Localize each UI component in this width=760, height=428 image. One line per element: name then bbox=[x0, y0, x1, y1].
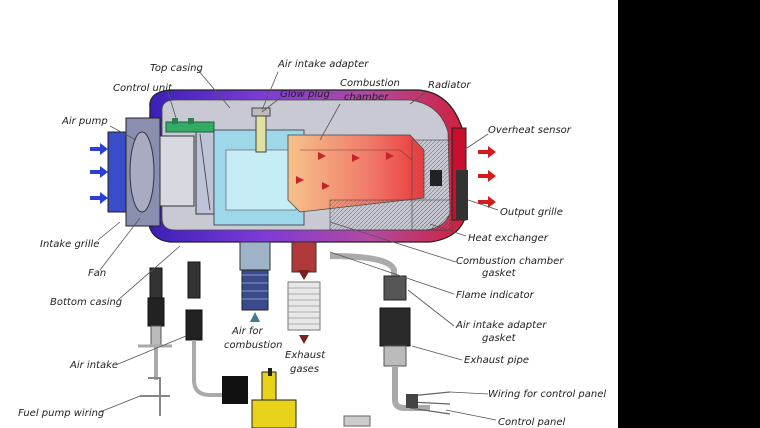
output-grille bbox=[430, 127, 468, 221]
air-intake-pipe bbox=[138, 267, 172, 380]
label-exhaust-gases-line2: gases bbox=[290, 364, 319, 375]
label-cc-gasket-line2: gasket bbox=[482, 268, 517, 279]
label-combustion-chamber-line2: chamber bbox=[344, 92, 389, 103]
fuel-line bbox=[140, 261, 240, 416]
label-control-unit: Control unit bbox=[113, 83, 173, 94]
hot-air-arrow bbox=[478, 170, 496, 182]
label-fan: Fan bbox=[88, 268, 106, 279]
hot-air-arrow bbox=[478, 196, 496, 208]
cold-air-arrow bbox=[90, 166, 108, 178]
label-air-pump: Air pump bbox=[61, 116, 108, 127]
diagram-canvas: Top casing Air intake adapter Control un… bbox=[0, 0, 618, 428]
cold-air-arrow bbox=[90, 192, 108, 204]
exhaust-pipe bbox=[329, 253, 430, 411]
exhaust-outlet bbox=[287, 241, 321, 344]
label-combustion-chamber-line1: Combustion bbox=[340, 78, 400, 89]
black-margin bbox=[618, 0, 760, 428]
label-exhaust-gases-line1: Exhaust bbox=[285, 350, 326, 361]
fan bbox=[195, 129, 215, 215]
label-air-for-combustion-line2: combustion bbox=[224, 340, 282, 351]
label-heat-exchanger: Heat exchanger bbox=[468, 233, 549, 244]
label-exhaust-pipe: Exhaust pipe bbox=[464, 355, 529, 366]
hot-air-arrows bbox=[478, 146, 496, 208]
label-fuel-pump-wiring: Fuel pump wiring bbox=[18, 408, 104, 419]
label-overheat-sensor: Overheat sensor bbox=[488, 125, 572, 136]
control-panel bbox=[343, 391, 451, 427]
hot-air-arrow bbox=[478, 146, 496, 158]
cold-air-arrows bbox=[90, 143, 108, 204]
control-unit bbox=[165, 118, 215, 133]
label-air-for-combustion-line1: Air for bbox=[231, 326, 264, 337]
fuel-pump bbox=[222, 368, 297, 428]
label-aia-gasket-line2: gasket bbox=[482, 333, 517, 344]
label-aia-gasket-line1: Air intake adapter bbox=[455, 320, 547, 331]
label-top-casing: Top casing bbox=[150, 63, 203, 74]
label-cc-gasket-line1: Combustion chamber bbox=[456, 256, 564, 267]
label-intake-grille: Intake grille bbox=[40, 239, 99, 250]
label-air-intake-adapter: Air intake adapter bbox=[277, 59, 369, 70]
air-pump bbox=[107, 117, 195, 227]
leader-lines bbox=[97, 69, 499, 421]
combustion-air-inlet bbox=[239, 241, 271, 322]
label-air-intake: Air intake bbox=[69, 360, 118, 371]
label-radiator: Radiator bbox=[428, 80, 471, 91]
label-bottom-casing: Bottom casing bbox=[50, 297, 122, 308]
cold-air-arrow bbox=[90, 143, 108, 155]
heater-diagram: Top casing Air intake adapter Control un… bbox=[18, 59, 606, 428]
flow-arrows bbox=[296, 152, 394, 190]
label-output-grille: Output grille bbox=[500, 207, 563, 218]
label-control-panel: Control panel bbox=[498, 417, 566, 428]
labels: Top casing Air intake adapter Control un… bbox=[18, 59, 606, 428]
glow-plug bbox=[251, 107, 271, 153]
label-flame-indicator: Flame indicator bbox=[456, 290, 535, 301]
label-wiring-control-panel: Wiring for control panel bbox=[488, 389, 606, 400]
label-glow-plug: Glow plug bbox=[280, 89, 330, 100]
